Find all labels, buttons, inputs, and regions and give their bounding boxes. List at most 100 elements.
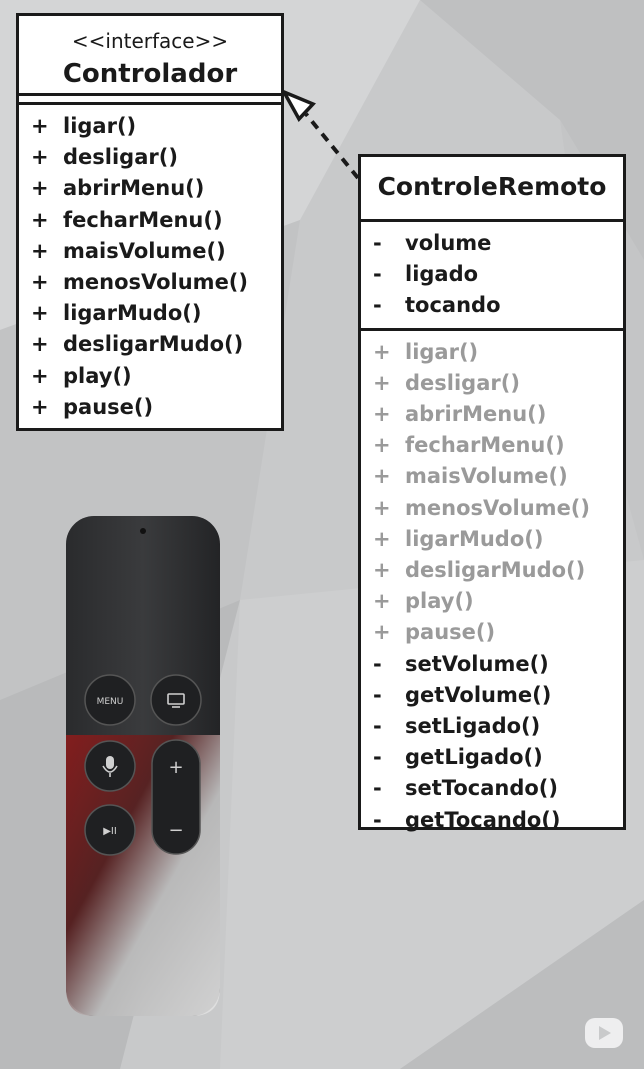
method-row: + desligarMudo(): [29, 329, 281, 360]
visibility-marker: -: [373, 714, 382, 739]
visibility-marker: -: [373, 776, 382, 801]
play-pause-label: ▶II: [103, 826, 117, 837]
method-row: + play(): [371, 586, 623, 617]
class-attributes: -volume-ligado-tocando: [361, 222, 623, 331]
visibility-marker: +: [31, 145, 49, 170]
class-controleremoto: ControleRemoto -volume-ligado-tocando +l…: [358, 154, 626, 832]
attribute-name: volume: [405, 231, 492, 255]
method-row: -setTocando(): [371, 773, 623, 804]
method-name: maisVolume(): [63, 238, 226, 263]
visibility-marker: +: [373, 620, 391, 645]
method-name: ligar(): [405, 339, 479, 364]
attribute-name: ligado: [405, 262, 479, 287]
method-name: pause(): [405, 620, 496, 645]
method-row: + desligarMudo(): [371, 555, 623, 586]
volume-plus-label: +: [168, 757, 183, 778]
attribute-row: -volume: [371, 228, 623, 259]
visibility-marker: -: [373, 262, 382, 287]
visibility-marker: -: [373, 807, 382, 832]
visibility-marker: +: [373, 558, 391, 583]
volume-minus-label: −: [168, 820, 183, 841]
method-name: desligarMudo(): [63, 332, 244, 357]
method-row: + fecharMenu(): [371, 430, 623, 461]
visibility-marker: -: [373, 231, 382, 255]
method-name: desligar(): [405, 370, 520, 395]
method-row: + abrirMenu(): [29, 173, 281, 204]
method-row: + fecharMenu(): [29, 205, 281, 236]
interface-header: <<interface>> Controlador: [19, 16, 281, 105]
visibility-marker: +: [373, 370, 391, 395]
tv-button: [150, 674, 202, 726]
method-name: ligar(): [63, 114, 137, 138]
visibility-marker: +: [373, 495, 391, 520]
visibility-marker: -: [373, 651, 382, 676]
method-name: desligarMudo(): [405, 558, 586, 583]
visibility-marker: +: [31, 207, 49, 232]
visibility-marker: +: [31, 394, 49, 419]
tv-icon: [167, 693, 185, 708]
method-row: -setLigado(): [371, 711, 623, 742]
method-name: menosVolume(): [63, 270, 249, 295]
method-row: -setVolume(): [371, 649, 623, 680]
method-name: fecharMenu(): [63, 207, 223, 232]
method-name: abrirMenu(): [63, 176, 205, 201]
interface-name: Controlador: [62, 59, 238, 89]
class-methods: + ligar() + desligar() + abrirMenu() + fecharMe…: [361, 331, 623, 836]
method-name: play(): [405, 589, 474, 614]
method-row: + pause(): [371, 617, 623, 648]
method-row: + ligar(): [371, 337, 623, 368]
method-name: ligarMudo(): [405, 526, 544, 551]
method-row: + abrirMenu(): [371, 399, 623, 430]
visibility-marker: +: [31, 114, 49, 138]
visibility-marker: +: [31, 176, 49, 201]
visibility-marker: +: [31, 332, 49, 357]
method-name: pause(): [63, 394, 154, 419]
visibility-marker: -: [373, 745, 382, 770]
visibility-marker: +: [31, 301, 49, 326]
attribute-row: -ligado: [371, 259, 623, 290]
method-row: + desligar(): [371, 368, 623, 399]
method-row: -getTocando(): [371, 805, 623, 836]
method-row: + play(): [29, 361, 281, 392]
method-row: + ligar(): [29, 111, 281, 142]
method-name: getLigado(): [405, 745, 543, 770]
method-row: + maisVolume(): [371, 461, 623, 492]
method-row: -getVolume(): [371, 680, 623, 711]
method-name: menosVolume(): [405, 495, 591, 520]
method-name: setLigado(): [405, 714, 541, 739]
method-row: +maisVolume(): [29, 236, 281, 267]
method-name: abrirMenu(): [405, 402, 547, 427]
method-row: + ligarMudo(): [371, 524, 623, 555]
menu-button: [84, 674, 136, 726]
microphone-icon: [102, 756, 118, 777]
attribute-name: tocando: [405, 293, 501, 318]
play-logo-icon: [585, 1018, 623, 1048]
visibility-marker: +: [31, 363, 49, 388]
method-row: +ligarMudo(): [29, 298, 281, 329]
method-name: setTocando(): [405, 776, 558, 801]
play-pause-button: [84, 804, 136, 856]
method-name: desligar(): [63, 145, 178, 170]
visibility-marker: -: [373, 293, 382, 318]
method-name: maisVolume(): [405, 464, 568, 489]
method-row: +menosVolume(): [29, 267, 281, 298]
visibility-marker: +: [373, 402, 391, 427]
visibility-marker: +: [373, 339, 391, 364]
method-name: play(): [63, 363, 132, 388]
method-row: + pause(): [29, 392, 281, 423]
method-name: getVolume(): [405, 682, 552, 707]
method-name: getTocando(): [405, 807, 561, 832]
method-name: fecharMenu(): [405, 433, 565, 458]
visibility-marker: +: [373, 526, 391, 551]
method-row: + desligar(): [29, 142, 281, 173]
visibility-marker: -: [373, 682, 382, 707]
class-header: ControleRemoto: [361, 157, 623, 222]
method-row: -getLigado(): [371, 742, 623, 773]
visibility-marker: +: [373, 464, 391, 489]
method-row: + menosVolume(): [371, 493, 623, 524]
interface-controlador: <<interface>> Controlador + ligar() + desli…: [16, 13, 284, 431]
class-name: ControleRemoto: [377, 172, 607, 201]
visibility-marker: +: [373, 433, 391, 458]
visibility-marker: +: [373, 589, 391, 614]
